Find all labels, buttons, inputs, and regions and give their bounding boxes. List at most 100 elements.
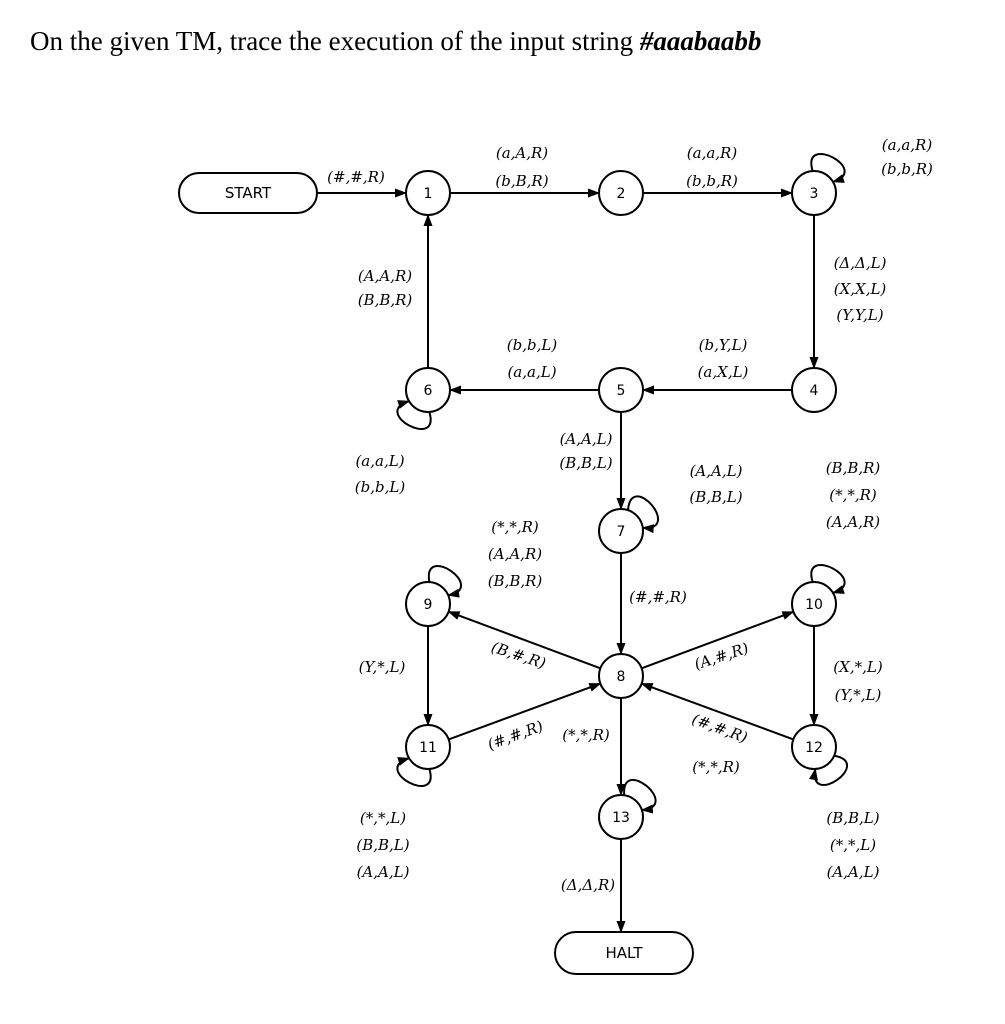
loop-3-3 [810,153,846,183]
transition-label-8-9: (B,#,R) [489,638,548,673]
state-3 [791,170,837,216]
state-13-label: 13 [612,810,630,826]
transition-line: (*,*,L) [360,809,406,827]
transition-label-13-halt: (Δ,Δ,R) [561,876,615,894]
state-7-label: 7 [617,524,626,540]
loop-11-11 [396,757,432,787]
transition-label-12-12: (B,B,L) (*,*,L) (A,A,L) [826,809,879,881]
loop-12-12 [809,754,849,786]
loop-10-10 [810,564,846,594]
transition-line: (B,B,L) [689,488,742,506]
transition-label-7-7: (A,A,L)(B,B,L) [689,462,742,506]
transition-label-2-3: (a,a,R)(b,b,R) [686,144,738,190]
transition-line: (b,B,R) [495,172,548,190]
transition-line: (a,X,L) [698,363,749,381]
transition-label-12-8: (#,#,R) [690,710,750,747]
transition-label-start-1: (#,#,R) [327,168,385,186]
state-13 [598,794,644,840]
transition-line: (A,#,R) [692,639,751,673]
transition-label-13-13: (*,*,R) [692,758,740,776]
transition-line: (*,*,L) [830,836,876,854]
transition-line: (Y,Y,L) [836,306,883,324]
state-1-label: 1 [424,186,433,202]
transition-label-9-9: (*,*,R)(A,A,R)(B,B,R) [488,518,543,590]
state-2 [598,170,644,216]
transition-label-4-5: (b,Y,L) (a,X,L) [698,336,749,381]
transition-line: (Y,*,L) [359,658,406,676]
transition-line: (#,#,R) [629,588,687,606]
transition-label-7-8: (#,#,R) [629,588,687,606]
transition-line: (b,Y,L) [699,336,748,354]
transition-line: (B,B,R) [826,459,881,477]
edge-11-8 [448,682,602,741]
state-6-label: 6 [424,383,433,399]
transition-line: (B,B,L) [826,809,879,827]
edge-8-10 [641,610,795,670]
state-5-label: 5 [617,383,626,399]
transition-line: (#,#,R) [327,168,385,186]
question-text: On the given TM, trace the execution of … [30,26,761,57]
loop-13-13 [623,779,657,814]
transition-line: (A,A,L) [357,863,410,881]
state-4-label: 4 [810,383,819,399]
state-3-label: 3 [810,186,819,202]
state-10-label: 10 [805,597,823,613]
transition-line: (X,*,L) [833,658,883,676]
transition-line: (b,b,R) [881,160,933,178]
transition-label-1-2: (a,A,R) (b,B,R) [495,144,548,190]
transition-line: (a,a,R) [882,136,933,154]
halt-label: HALT [606,944,644,962]
transition-label-6-1: (A,A,R)(B,B,R) [358,267,413,309]
edge-8-9 [447,610,601,670]
start-label: START [225,184,272,202]
transition-label-5-6: (b,b,L) (a,a,L) [507,336,558,381]
transition-line: (Y,*,L) [835,686,882,704]
transition-label-3-3: (a,a,R) (b,b,R) [881,136,933,178]
state-9 [405,581,451,627]
transition-label-8-13: (*,*,R) [562,726,610,744]
loop-6-6 [396,400,432,430]
state-4 [791,367,837,413]
question-prefix: On the given TM, trace the execution of … [30,26,640,56]
transition-line: (A,A,L) [827,863,880,881]
transition-line: (*,*,R) [692,758,740,776]
state-8 [598,653,644,699]
loop-9-9 [427,565,463,598]
transition-line: (Δ,Δ,R) [561,876,615,894]
transition-line: (a,A,R) [496,144,548,162]
transition-line: (*,*,R) [491,518,539,536]
transition-line: (B,B,R) [488,572,543,590]
transition-line: (a,a,L) [355,452,404,470]
transition-line: (b,b,L) [355,478,406,496]
edge-12-8 [640,682,794,741]
state-11-label: 11 [419,740,437,756]
transition-line: (b,b,L) [507,336,558,354]
loop-7-7 [626,495,659,534]
transition-line: (#,#,R) [690,710,750,747]
transition-line: (B,#,R) [489,638,548,673]
state-1 [405,170,451,216]
transition-line: (X,X,L) [834,280,887,298]
transition-label-5-7: (A,A,L)(B,B,L) [559,430,612,472]
transition-label-11-11: (*,*,L)(B,B,L)(A,A,L) [356,809,409,881]
transition-line: (A,A,R) [826,513,880,531]
start-terminal [178,172,318,214]
state-5 [598,367,644,413]
state-11 [405,724,451,770]
state-12-label: 12 [805,740,823,756]
transition-label-6-6: (a,a,L) (b,b,L) [355,452,406,496]
state-10 [791,581,837,627]
state-8-label: 8 [617,669,626,685]
transition-line: (b,b,R) [686,172,738,190]
transition-edges [317,153,849,933]
transition-line: (*,*,R) [562,726,610,744]
transition-line: (a,a,L) [507,363,556,381]
state-12 [791,724,837,770]
transition-label-8-10: (A,#,R) [692,639,751,673]
transition-label-9-11: (Y,*,L) [359,658,406,676]
state-7 [598,508,644,554]
transition-line: (B,B,L) [559,454,612,472]
state-9-label: 9 [424,597,433,613]
